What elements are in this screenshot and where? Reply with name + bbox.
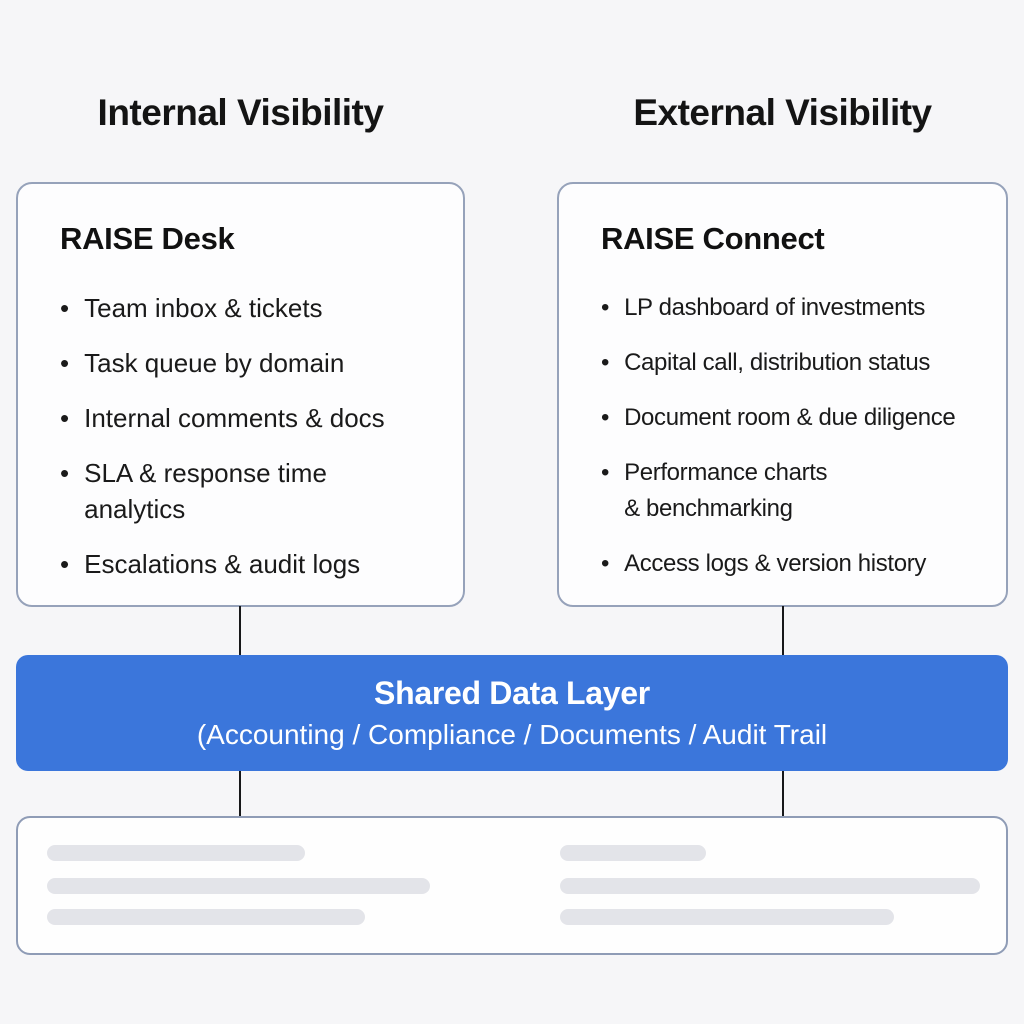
bullet-text: Access logs & version history [624, 550, 927, 577]
raise-desk-title: RAISE Desk [60, 221, 235, 256]
list-item: • Escalations & audit logs [60, 546, 439, 582]
bullet-icon: • [601, 459, 610, 486]
bullet-text: Internal comments & docs [84, 403, 385, 433]
bullet-icon: • [601, 404, 610, 431]
bullet-text: Task queue by domain [84, 348, 345, 378]
bullet-icon: • [60, 293, 70, 323]
skeleton-bar [560, 909, 894, 925]
banner-title: Shared Data Layer [374, 675, 650, 711]
bullet-text: Document room & due diligence [624, 404, 956, 431]
bullet-text: Escalations & audit logs [84, 549, 361, 579]
list-item: • Task queue by domain [60, 345, 439, 381]
bullet-icon: • [60, 458, 70, 488]
skeleton-bar [47, 878, 430, 894]
list-item: • Internal comments & docs [60, 400, 439, 436]
connector-line-desk-to-banner [239, 606, 241, 656]
banner-subtitle: (Accounting / Compliance / Documents / A… [196, 719, 828, 750]
bullet-icon: • [601, 349, 610, 376]
skeleton-bar [560, 878, 980, 894]
bullet-text: LP dashboard of investments [624, 294, 926, 321]
list-item: • Capital call, distribution status [601, 345, 982, 381]
bullet-icon: • [60, 403, 70, 433]
list-item: • Performance charts & benchmarking [601, 455, 982, 527]
internal-visibility-header: Internal Visibility [97, 92, 384, 133]
list-item: • LP dashboard of investments [601, 290, 982, 326]
raise-desk-bullet-list: • Team inbox & tickets • Task queue by d… [60, 290, 439, 582]
skeleton-bar [47, 845, 305, 861]
connector-line-banner-to-panel-right [782, 770, 784, 817]
connector-line-banner-to-panel-left [239, 770, 241, 817]
raise-connect-title: RAISE Connect [601, 221, 825, 256]
list-item: • SLA & response time analytics [60, 455, 439, 527]
raise-connect-card: RAISE Connect • LP dashboard of investme… [557, 182, 1008, 607]
bullet-icon: • [601, 294, 610, 321]
bullet-text: Team inbox & tickets [84, 293, 323, 323]
bullet-icon: • [60, 549, 70, 579]
bullet-icon: • [60, 348, 70, 378]
shared-data-layer-banner: Shared Data Layer (Accounting / Complian… [16, 655, 1008, 771]
bullet-text: SLA & response time analytics [84, 458, 327, 524]
raise-connect-bullet-list: • LP dashboard of investments • Capital … [601, 290, 982, 582]
external-visibility-header: External Visibility [633, 92, 932, 133]
bullet-text: Capital call, distribution status [624, 349, 930, 376]
skeleton-bar [47, 909, 365, 925]
list-item: • Team inbox & tickets [60, 290, 439, 326]
skeleton-bar [560, 845, 706, 861]
bullet-text: Performance charts & benchmarking [624, 459, 828, 522]
connector-line-connect-to-banner [782, 606, 784, 656]
raise-desk-card: RAISE Desk • Team inbox & tickets • Task… [16, 182, 465, 607]
list-item: • Document room & due diligence [601, 400, 982, 436]
bullet-icon: • [601, 550, 610, 577]
bottom-placeholder-panel [16, 816, 1008, 955]
list-item: • Access logs & version history [601, 546, 982, 582]
